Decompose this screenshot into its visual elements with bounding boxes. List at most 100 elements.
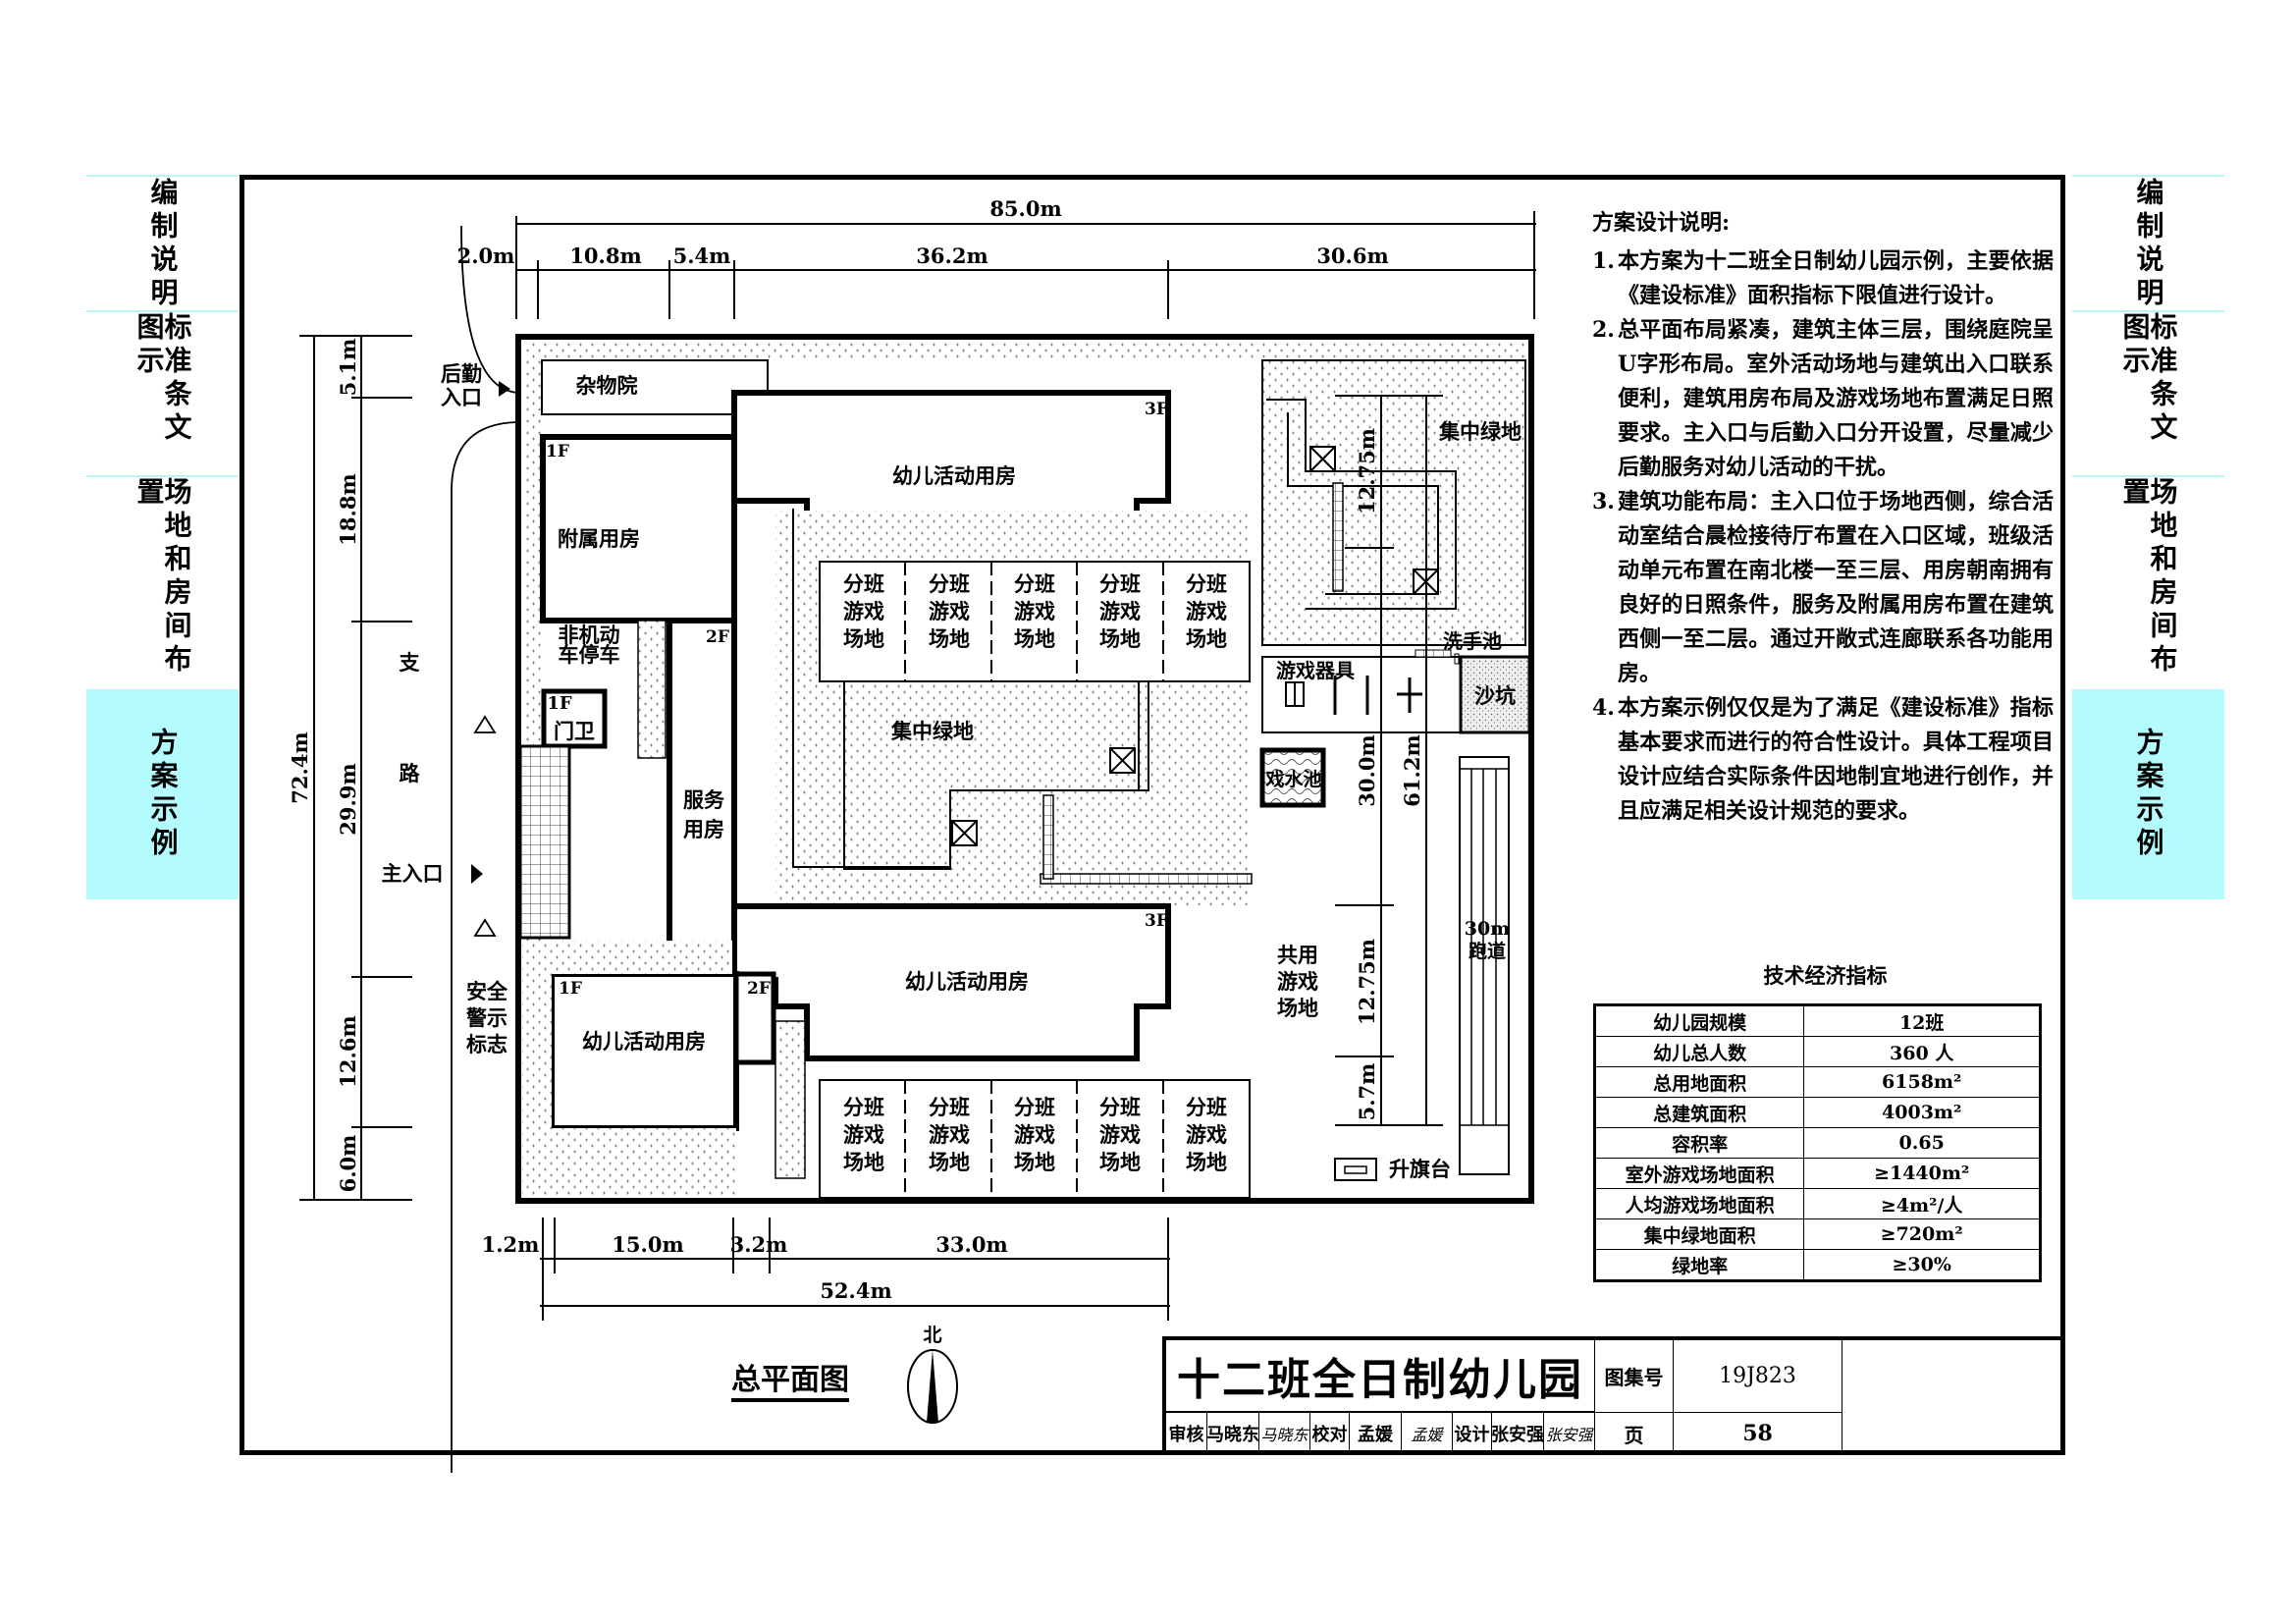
indicator-value: ≥4m²/人 [1803,1188,2041,1219]
checker-name: 孟媛 [1350,1413,1402,1455]
dim-bottom-total: 52.4m [820,1278,891,1303]
floor-tag: 2F [706,627,729,647]
indicator-value: 360 人 [1803,1036,2041,1067]
indicator-value: 12班 [1803,1004,2041,1037]
side-tab-compile-notes[interactable]: 编制说明 [86,175,239,312]
note-item: 2.总平面布局紧凑，建筑主体三层，围绕庭院呈U字形布局。室外活动场地与建筑出入口… [1592,313,2054,485]
floor-tag: 3F [1145,400,1168,419]
side-tab-scheme-examples[interactable]: 方案示例 [86,689,239,899]
side-tab-site-room-layout[interactable]: 场地和房间布置 [2072,475,2224,691]
class-play-label: 场地 [843,626,884,651]
label-service-rooms: 用房 [683,817,724,841]
class-play-label: 场地 [1014,1150,1055,1174]
plan-geometry [299,211,1536,1473]
area-labels: 后勤 入口 杂物院 附属用房 非机动 车停车 1F 门卫 支 路 主入口 服务 … [382,361,1522,1346]
side-tab-site-room-layout[interactable]: 场地和房间布置 [86,475,239,691]
label-central-green: 集中绿地 [890,719,974,743]
indicator-value: ≥720m² [1803,1218,2041,1250]
indicator-value: 6158m² [1803,1066,2041,1098]
dim-right-seg: 12.75m [1355,428,1379,514]
label-shared-play: 共用 [1277,943,1318,967]
class-play-label: 分班 [1186,1095,1227,1119]
note-text: 建筑功能布局：主入口位于场地西侧，综合活动室结合晨检接待厅布置在入口区域，班级活… [1618,489,2054,686]
side-tab-label: 场地和房间布置 [2118,477,2179,677]
side-tab-label: 编制说明 [2132,178,2165,311]
class-play-label: 分班 [1014,571,1055,596]
side-tab-label: 场地和房间布置 [133,477,193,677]
tech-indicator-row: 绿地率≥30% [1593,1249,2041,1281]
dim-right-seg: 12.75m [1355,939,1379,1025]
class-play-label: 游戏 [1099,1122,1141,1147]
side-tab-label: 编制说明 [146,178,180,311]
side-tab-standard-illustrations[interactable]: 标准条文图示 [86,310,239,477]
side-tab-scheme-examples[interactable]: 方案示例 [2072,689,2224,899]
class-play-label: 分班 [843,1095,884,1119]
page-number: 58 [1674,1413,1842,1455]
indicator-name: 幼儿园规模 [1593,1004,1805,1037]
designer-signature: 张安强 [1544,1413,1595,1455]
safety-sign-icon [473,715,497,937]
check-label: 校对 [1310,1413,1350,1455]
class-play-label: 场地 [1186,1150,1227,1174]
floor-tag: 2F [747,979,771,999]
label-central-green-east: 集中绿地 [1438,419,1522,444]
label-service-rooms: 服务 [683,787,725,812]
note-text: 本方案为十二班全日制幼儿园示例，主要依据《建设标准》面积指标下限值进行设计。 [1618,248,2054,308]
label-service-entrance: 后勤 [441,361,482,386]
indicator-name: 集中绿地面积 [1593,1218,1805,1250]
tech-indicators-title: 技术经济指标 [1763,964,1888,988]
class-play-label: 场地 [1099,626,1141,651]
indicator-value: 0.65 [1803,1127,2041,1159]
note-text: 本方案示例仅仅是为了满足《建设标准》指标基本要求而进行的符合性设计。具体工程项目… [1618,695,2054,824]
dim-right-total: 61.2m [1400,734,1424,806]
dim-left-seg: 18.8m [336,473,360,545]
label-track: 30m [1465,918,1511,940]
page-label: 页 [1595,1413,1674,1455]
north-arrow-icon [907,1349,958,1424]
dim-left-seg: 6.0m [336,1135,360,1193]
design-label: 设计 [1453,1413,1492,1455]
reviewer-name: 马晓东 [1207,1413,1259,1455]
dimension-labels: 85.0m 2.0m 10.8m 5.4m 36.2m 30.6m 1.2m 1… [288,196,1424,1303]
dim-top-seg: 2.0m [457,244,515,268]
label-safety-sign: 安全 [466,979,508,1003]
dim-bottom-seg: 33.0m [935,1232,1007,1257]
dim-left-seg: 5.1m [336,339,360,397]
class-play-label: 游戏 [1186,599,1227,623]
dim-right-seg: 30.0m [1355,734,1379,806]
class-play-label: 分班 [1186,571,1227,596]
floor-tag: 3F [1145,911,1168,931]
side-tab-label: 方案示例 [2132,728,2165,861]
note-number: 1. [1592,248,1615,274]
label-shared-play: 游戏 [1277,969,1318,994]
class-play-label: 分班 [929,1095,970,1119]
label-child-rooms-south: 幼儿活动用房 [905,969,1029,994]
note-number: 4. [1592,695,1615,721]
indicator-name: 总用地面积 [1593,1066,1805,1098]
dim-top-total: 85.0m [989,196,1061,221]
class-play-label: 场地 [1014,626,1055,651]
indicator-name: 总建筑面积 [1593,1097,1805,1128]
building-gatehouse [541,688,608,749]
side-tab-compile-notes[interactable]: 编制说明 [2072,175,2224,312]
side-tab-standard-illustrations[interactable]: 标准条文图示 [2072,310,2224,477]
side-tab-label: 方案示例 [146,728,180,861]
plan-title: 总平面图 [731,1363,849,1402]
label-water-pool: 戏水池 [1264,768,1321,790]
label-bike-parking: 非机动 [559,623,620,647]
label-annex-rooms: 附属用房 [558,526,640,551]
indicator-name: 容积率 [1593,1127,1805,1159]
label-sundries-yard: 杂物院 [576,373,638,398]
label-main-entrance: 主入口 [382,861,444,886]
sandpit [1459,655,1531,734]
designer-name: 张安强 [1492,1413,1544,1455]
label-shared-play: 场地 [1277,996,1318,1020]
floor-tag: 1F [559,979,582,999]
note-text: 总平面布局紧凑，建筑主体三层，围绕庭院呈U字形布局。室外活动场地与建筑出入口联系… [1618,317,2054,480]
dim-bottom-seg: 3.2m [730,1232,788,1257]
